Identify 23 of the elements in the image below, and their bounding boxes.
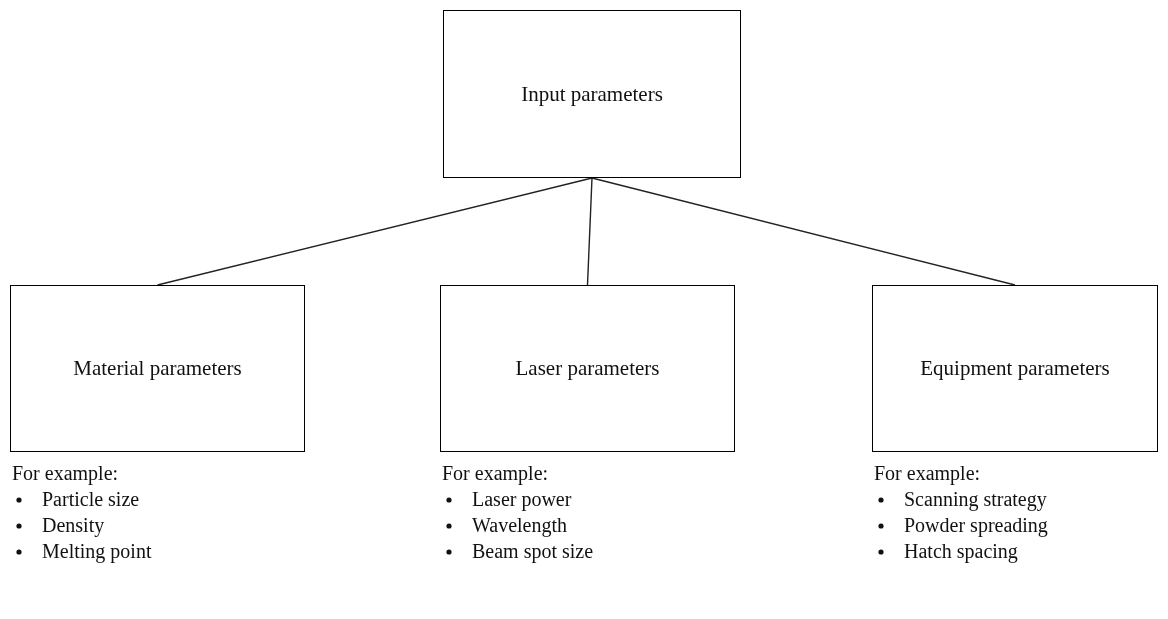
example-heading: For example: [442,461,550,486]
connector-line [586,177,593,286]
example-item: Hatch spacing [904,539,1019,564]
example-item: Density [42,513,106,538]
example-item: Wavelength [472,513,569,538]
example-item: Laser power [472,487,573,512]
example-heading: For example: [874,461,982,486]
parameter-box [440,285,735,452]
box-label: Laser parameters [515,356,660,381]
box-label: Input parameters [521,81,663,107]
example-heading: For example: [12,461,120,486]
parameter-box [10,285,305,452]
connector-line [591,177,1016,286]
example-item: Melting point [42,539,152,564]
box-label: Material parameters [73,356,242,381]
parameter-box [443,10,741,178]
connector-line [156,177,593,286]
example-item: Particle size [42,487,141,512]
example-item: Powder spreading [904,513,1048,538]
parameter-box [872,285,1158,452]
example-item: Beam spot size [472,539,594,564]
example-item: Scanning strategy [904,487,1048,512]
box-label: Equipment parameters [920,356,1110,381]
